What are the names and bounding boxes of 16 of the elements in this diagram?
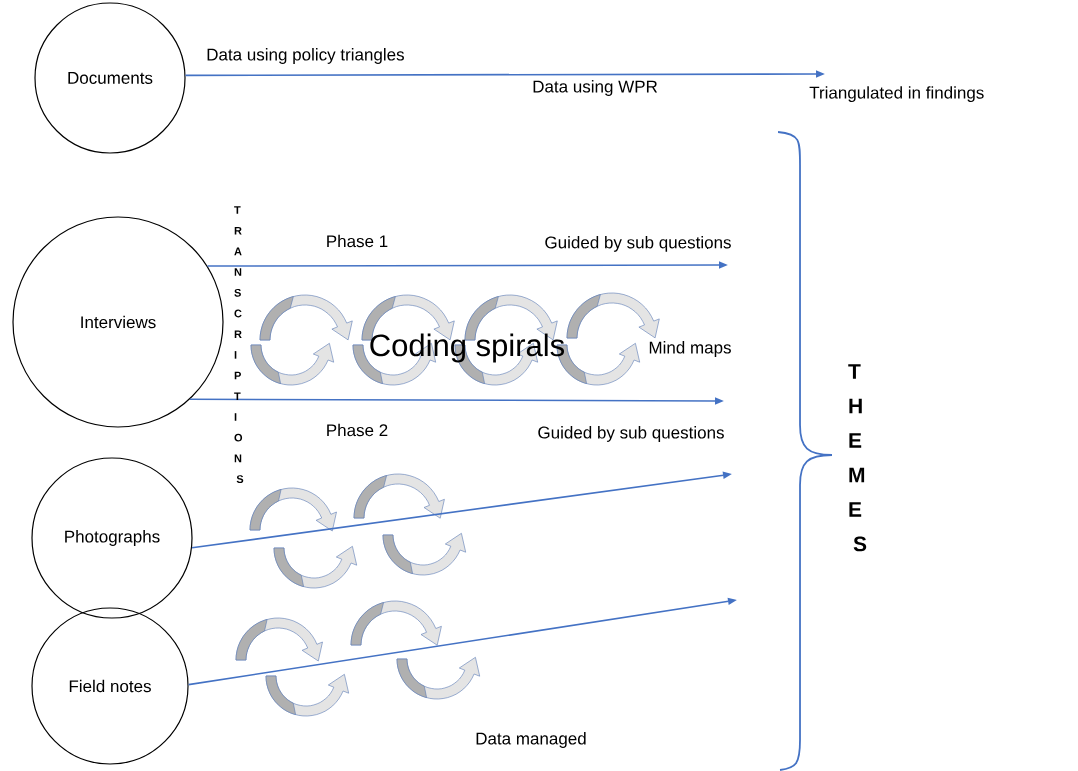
annotation-text: Phase 2 <box>327 423 388 437</box>
annotation-text: Triangulated in findings <box>809 86 984 103</box>
vertical-text: THEMES <box>848 364 867 552</box>
vertical-text: TRANSCRIPTIONS <box>234 206 244 483</box>
annotation-text: Guided by sub questions <box>538 426 724 442</box>
circle-node: Field notes <box>31 607 189 765</box>
annotation-text: Guided by sub questions <box>545 235 731 252</box>
annotation-text: Coding spirals <box>370 333 565 363</box>
annotation-text: Mind maps <box>649 341 731 357</box>
circle-node: Interviews <box>12 216 224 428</box>
annotation-text: Data managed <box>476 732 586 748</box>
annotation-text: Data using policy triangles <box>207 48 404 64</box>
annotation-text: Data using WPR <box>533 80 658 96</box>
annotation-text: Phase 1 <box>327 234 388 248</box>
circle-node: Documents <box>34 2 186 154</box>
circle-node: Photographs <box>31 457 193 619</box>
